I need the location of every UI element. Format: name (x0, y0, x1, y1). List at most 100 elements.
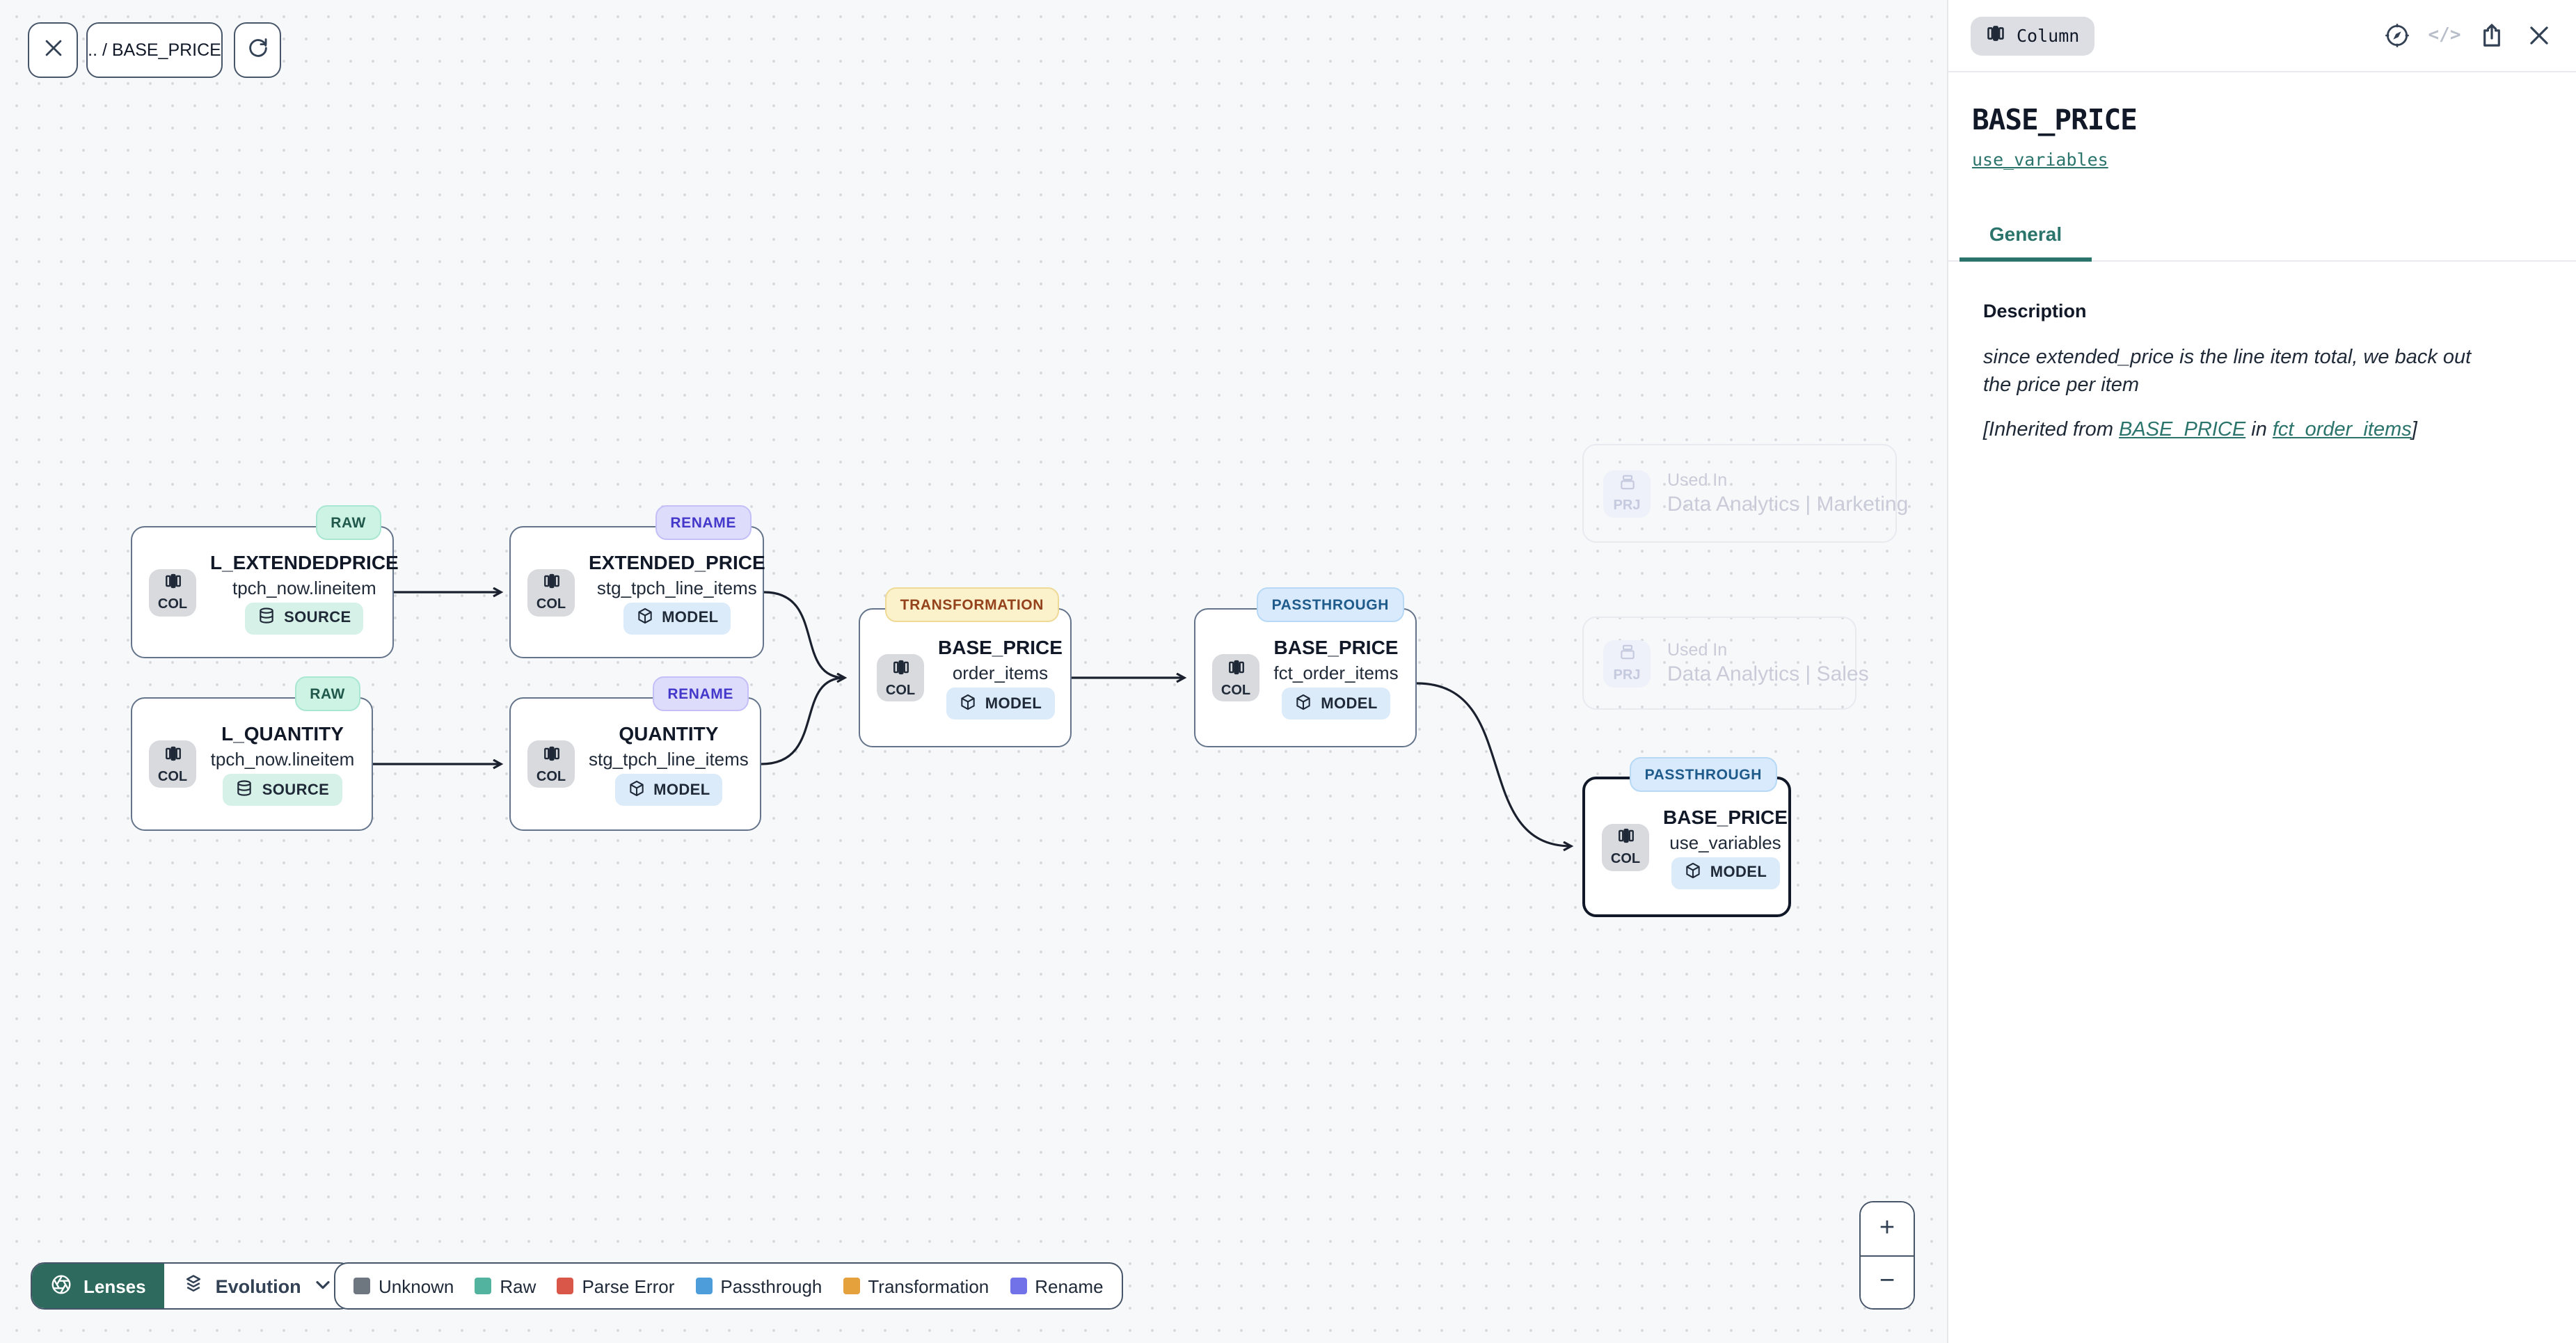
columns-icon (1986, 24, 2005, 47)
column-kind-badge: COL (149, 740, 196, 788)
refresh-icon (246, 36, 269, 64)
inherited-model-link[interactable]: fct_order_items (2272, 419, 2412, 441)
database-icon (236, 779, 254, 801)
node-title: BASE_PRICE (1663, 805, 1788, 827)
zoom-in-button[interactable]: + (1861, 1202, 1914, 1256)
model-pill: MODEL (1282, 688, 1390, 720)
refresh-button[interactable] (234, 22, 281, 78)
node-title: L_QUANTITY (221, 722, 344, 745)
legend-item-passthrough: Passthrough (695, 1276, 822, 1296)
zoom-out-button[interactable]: − (1861, 1256, 1914, 1308)
node-extended-price[interactable]: RENAME COL EXTENDED_PRICE stg_tpch_line_… (509, 505, 765, 658)
tag-rename: RENAME (652, 676, 749, 711)
inherited-note: [Inherited from BASE_PRICE in fct_order_… (1983, 419, 2417, 441)
node-subtitle: use_variables (1669, 832, 1781, 852)
node-title: L_EXTENDEDPRICE (210, 550, 399, 573)
ghost-node-used-in-marketing: PRJ Used In Data Analytics | Marketing (1582, 444, 1908, 543)
tag-passthrough: PASSTHROUGH (1256, 587, 1404, 622)
model-pill: MODEL (623, 602, 731, 634)
source-pill: SOURCE (223, 774, 342, 806)
tag-transformation: TRANSFORMATION (884, 587, 1059, 622)
project-kind-badge: PRJ (1603, 470, 1651, 517)
used-in-project: Data Analytics | Marketing (1667, 492, 1909, 516)
column-kind-badge: COL (149, 569, 196, 616)
tag-raw: RAW (294, 676, 360, 711)
ghost-node-used-in-sales: PRJ Used In Data Analytics | Sales (1582, 617, 1869, 710)
legend-swatch (475, 1278, 492, 1294)
panel-title: BASE_PRICE (1972, 103, 2138, 136)
cube-icon (1294, 692, 1312, 715)
aperture-icon (50, 1273, 72, 1299)
node-title: QUANTITY (619, 722, 719, 745)
node-subtitle: stg_tpch_line_items (596, 577, 757, 598)
model-pill: MODEL (614, 774, 723, 806)
node-base-price-fct-order-items[interactable]: PASSTHROUGH COL BASE_PRICE fct_order_ite… (1194, 587, 1417, 747)
lenses-label: Lenses (84, 1276, 146, 1296)
columns-icon (1227, 658, 1245, 683)
node-title: BASE_PRICE (1273, 636, 1399, 658)
column-kind-badge: COL (877, 654, 924, 701)
edge-extendedprice-baseprice (763, 591, 845, 678)
node-subtitle: tpch_now.lineitem (232, 577, 376, 598)
breadcrumb[interactable]: .. / BASE_PRICE (86, 22, 223, 78)
cube-icon (959, 692, 977, 715)
database-icon (257, 607, 276, 629)
column-kind-badge: COL (527, 569, 575, 616)
model-pill: MODEL (946, 688, 1055, 720)
legend-item-raw: Raw (475, 1276, 536, 1296)
description-text: since extended_price is the line item to… (1983, 347, 2472, 397)
legend-item-unknown: Unknown (353, 1276, 454, 1296)
legend-swatch (1010, 1278, 1027, 1294)
node-quantity[interactable]: RENAME COL QUANTITY stg_tpch_line_items … (509, 676, 761, 831)
panel-tabs: General (1948, 210, 2576, 262)
model-pill: MODEL (1671, 857, 1780, 889)
close-icon (41, 36, 65, 64)
chevron-down-icon (312, 1273, 335, 1299)
columns-icon (542, 572, 560, 597)
share-icon[interactable] (2477, 21, 2506, 50)
code-icon: </> (2428, 25, 2461, 46)
zoom-controls: + − (1859, 1201, 1915, 1310)
model-link[interactable]: use_variables (1972, 149, 2108, 170)
node-subtitle: tpch_now.lineitem (210, 749, 355, 770)
legend-item-rename: Rename (1010, 1276, 1104, 1296)
cube-icon (1684, 861, 1702, 884)
lenses-button[interactable]: Lenses (32, 1264, 164, 1308)
columns-icon (891, 658, 909, 683)
node-base-price-order-items[interactable]: TRANSFORMATION COL BASE_PRICE order_item… (859, 587, 1072, 747)
column-kind-badge: COL (1212, 654, 1259, 701)
node-l-quantity[interactable]: RAW COL L_QUANTITY tpch_now.lineitem SOU… (131, 676, 373, 831)
details-panel: Column </> BASE_PRICE use_variables Gene… (1947, 0, 2576, 1343)
tag-rename: RENAME (655, 505, 752, 540)
project-icon (1618, 473, 1636, 498)
node-l-extendedprice[interactable]: RAW COL L_EXTENDEDPRICE tpch_now.lineite… (131, 505, 399, 658)
cube-icon (635, 607, 653, 629)
description-heading: Description (1983, 301, 2087, 321)
columns-icon (1616, 827, 1635, 852)
node-subtitle: stg_tpch_line_items (589, 749, 749, 770)
column-badge: Column (1971, 16, 2095, 55)
used-in-project: Data Analytics | Sales (1667, 662, 1869, 685)
inherited-column-link[interactable]: BASE_PRICE (2119, 419, 2246, 441)
project-icon (1618, 643, 1636, 668)
breadcrumb-label: .. / BASE_PRICE (88, 40, 221, 60)
layers-icon (182, 1273, 205, 1299)
legend-swatch (695, 1278, 713, 1294)
node-title: BASE_PRICE (938, 636, 1063, 658)
lens-control-group: Lenses Evolution (31, 1262, 354, 1310)
tab-general[interactable]: General (1959, 210, 2092, 262)
close-panel-icon[interactable] (2525, 21, 2554, 50)
columns-icon (542, 744, 560, 769)
evolution-dropdown[interactable]: Evolution (164, 1264, 353, 1308)
columns-icon (164, 572, 182, 597)
used-in-label: Used In (1667, 470, 1728, 489)
compass-icon[interactable] (2383, 21, 2412, 50)
tag-passthrough: PASSTHROUGH (1629, 757, 1777, 792)
column-kind-badge: COL (527, 740, 575, 788)
edge-fctorderitems-usevariables (1416, 682, 1571, 846)
node-subtitle: fct_order_items (1273, 662, 1399, 683)
close-graph-button[interactable] (28, 22, 78, 78)
node-base-price-use-variables-selected[interactable]: PASSTHROUGH COL BASE_PRICE use_variables… (1582, 757, 1791, 917)
edge-quantity-baseprice (761, 676, 845, 765)
